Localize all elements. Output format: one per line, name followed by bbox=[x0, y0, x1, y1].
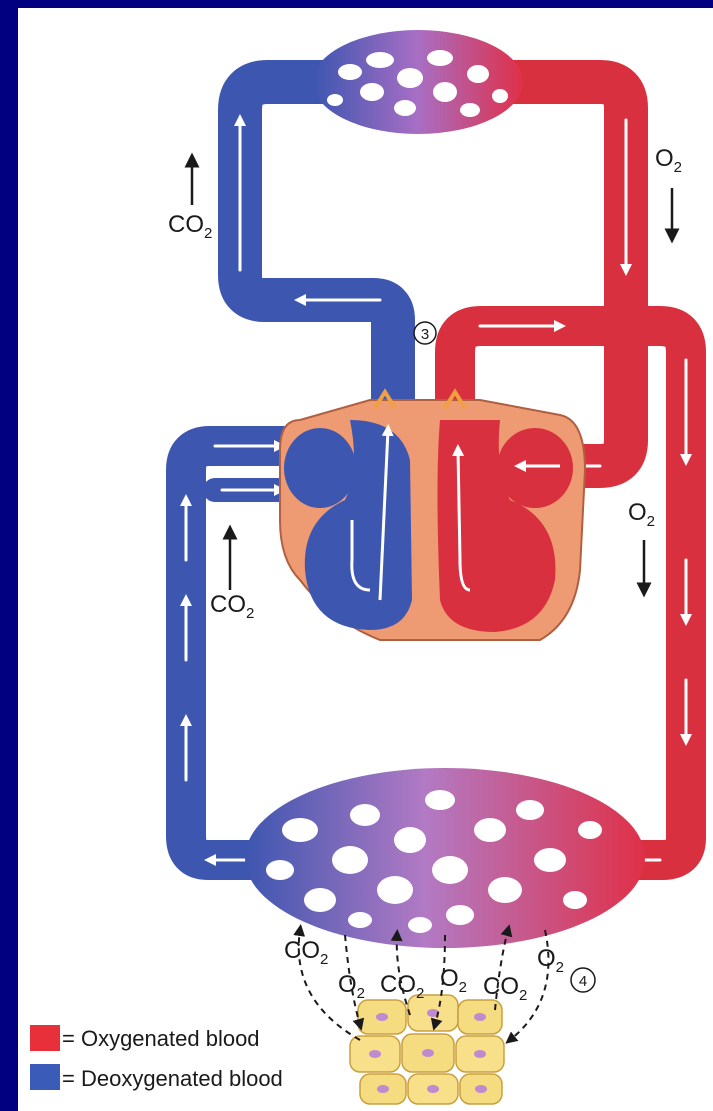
left-atrium bbox=[497, 428, 573, 508]
body-capillary-bed bbox=[245, 768, 645, 948]
heart bbox=[280, 392, 585, 640]
legend-deoxygenated: = Deoxygenated blood bbox=[30, 1064, 283, 1091]
oxygenated-swatch bbox=[30, 1025, 60, 1051]
svg-text:3: 3 bbox=[421, 326, 429, 343]
legend-oxygenated: = Oxygenated blood bbox=[30, 1025, 260, 1051]
deoxygenated-swatch bbox=[30, 1064, 60, 1090]
oxygenated-label: = Oxygenated blood bbox=[62, 1026, 260, 1051]
deoxygenated-label: = Deoxygenated blood bbox=[62, 1066, 283, 1091]
tissue-cells bbox=[350, 995, 504, 1104]
marker-3: 3 bbox=[414, 322, 436, 344]
svg-text:4: 4 bbox=[579, 973, 587, 990]
lung-capillary-bed bbox=[313, 30, 523, 134]
marker-4: 4 bbox=[571, 968, 595, 992]
right-atrium bbox=[284, 428, 356, 508]
